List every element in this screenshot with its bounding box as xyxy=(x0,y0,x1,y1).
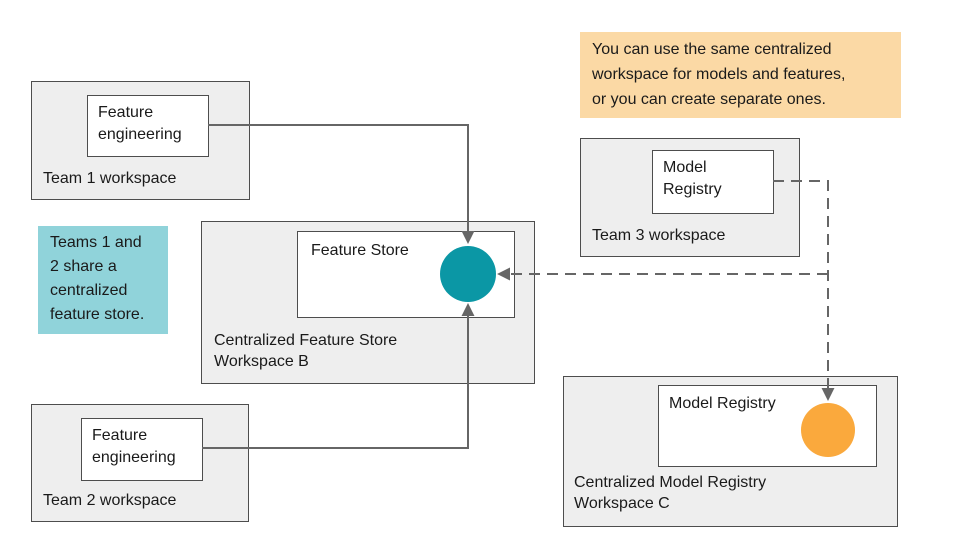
team3-model-registry-label: Model Registry xyxy=(663,159,722,198)
shared-feature-store-note: Teams 1 and 2 share a centralized featur… xyxy=(38,226,168,334)
model-registry-node: Model Registry xyxy=(658,385,877,467)
team1-workspace-box: Feature engineering Team 1 workspace xyxy=(31,81,250,200)
centralized-model-registry-workspace-label: Centralized Model Registry Workspace C xyxy=(574,474,767,512)
team3-model-registry-node: Model Registry xyxy=(652,150,774,214)
centralized-feature-store-workspace-label: Centralized Feature Store Workspace B xyxy=(214,332,398,370)
model-registry-label: Model Registry xyxy=(669,395,776,412)
feature-store-node: Feature Store xyxy=(297,231,515,318)
team2-workspace-label: Team 2 workspace xyxy=(43,492,177,509)
team2-workspace-box: Feature engineering Team 2 workspace xyxy=(31,404,249,522)
team3-workspace-label: Team 3 workspace xyxy=(592,227,726,244)
shared-workspace-note: You can use the same centralized workspa… xyxy=(580,32,901,118)
team2-feature-engineering-label: Feature engineering xyxy=(92,427,176,466)
team1-feature-engineering-label: Feature engineering xyxy=(98,104,182,143)
centralized-model-registry-workspace-box: Model Registry Centralized Model Registr… xyxy=(563,376,898,527)
centralized-feature-store-workspace-box: Feature Store Centralized Feature Store … xyxy=(201,221,535,384)
feature-store-label: Feature Store xyxy=(311,242,409,259)
team1-feature-engineering-node: Feature engineering xyxy=(87,95,209,157)
team3-workspace-box: Model Registry Team 3 workspace xyxy=(580,138,800,257)
team2-feature-engineering-node: Feature engineering xyxy=(81,418,203,481)
team1-workspace-label: Team 1 workspace xyxy=(43,170,177,187)
